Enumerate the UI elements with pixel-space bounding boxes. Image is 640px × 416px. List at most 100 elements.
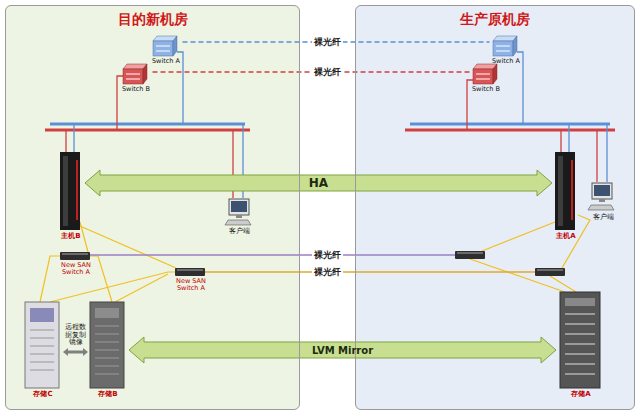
edge-label: 裸光纤 <box>312 36 343 49</box>
server-icon <box>555 152 575 230</box>
small-double-arrow <box>63 348 88 356</box>
switch-node: Switch A <box>150 37 183 65</box>
server-icon <box>60 152 80 230</box>
san-wire <box>40 256 60 302</box>
client-icon <box>231 201 247 212</box>
client-icon <box>599 199 605 202</box>
lan-wire <box>596 130 597 182</box>
san-wire <box>550 276 576 292</box>
san-wire <box>90 256 112 302</box>
lan-bus <box>410 123 610 126</box>
node-label: 客户端 <box>229 227 250 235</box>
switch-icon <box>173 36 177 56</box>
server-icon <box>571 160 573 220</box>
node-label: 主机B <box>61 232 80 240</box>
switch-icon <box>496 46 510 51</box>
fiber-link <box>205 271 535 272</box>
edge-label: 远程数据复制镜像 <box>65 324 87 347</box>
icon-space <box>120 65 153 86</box>
client-icon <box>588 205 614 210</box>
edge-label: LVM Mirror <box>312 345 373 356</box>
switch-icon <box>123 69 143 84</box>
switch-node: Switch B <box>120 65 153 93</box>
node-label: 存储A <box>571 390 590 398</box>
host-node: 主机B <box>59 153 83 240</box>
lan-wire <box>66 52 607 198</box>
san-wire <box>50 272 175 302</box>
lan-wire <box>117 76 123 130</box>
icon-space <box>470 65 503 86</box>
switch-icon <box>513 36 517 56</box>
icon-space <box>57 253 95 262</box>
san-switch-icon <box>455 251 485 259</box>
lan-wire <box>560 130 561 152</box>
icon-space <box>89 303 127 390</box>
lan-bus <box>45 129 250 132</box>
room-title: 生产原机房 <box>356 11 634 29</box>
switch-icon <box>493 41 513 56</box>
node-label: 存储B <box>98 390 117 398</box>
double-arrow <box>129 337 556 363</box>
lan-bus <box>50 123 245 126</box>
node-label: Switch A <box>492 58 520 65</box>
icon-space <box>150 37 183 58</box>
storage-icon <box>565 314 595 374</box>
connector <box>129 337 556 363</box>
san-switch-node: New SAN Switch A <box>57 253 95 277</box>
san-switch-icon <box>537 269 563 271</box>
san-switch-icon <box>535 268 565 276</box>
client-icon <box>229 199 249 215</box>
san-wire <box>40 215 590 302</box>
san-switch-icon <box>177 269 203 271</box>
san-switch-icon <box>62 253 88 255</box>
lan-wire <box>73 124 74 152</box>
room-panel: 目的新机房 Switch A Switch B 主机B 客户端 New SAN Switc… <box>5 5 300 410</box>
node-label: 存储C <box>33 390 52 398</box>
san-wire <box>470 259 565 292</box>
fiber-label: 裸光纤 <box>312 249 343 262</box>
switch-icon <box>126 74 140 79</box>
san-wire <box>115 274 168 302</box>
storage-icon <box>30 330 54 370</box>
switch-icon <box>143 64 147 84</box>
icon-space <box>172 269 210 278</box>
lan-wire <box>568 124 569 152</box>
node-label: New SAN Switch A <box>174 278 208 293</box>
storage-icon <box>565 298 595 306</box>
switch-icon <box>156 46 170 51</box>
lan-wire <box>65 130 66 152</box>
switch-icon <box>493 64 497 84</box>
storage-node: 存储C <box>24 303 62 398</box>
lan-bus <box>405 129 615 132</box>
switch-icon <box>123 36 517 84</box>
fiber-link <box>90 254 455 255</box>
san-wire <box>80 226 176 268</box>
lan-wire <box>606 124 607 182</box>
icon-space <box>24 303 62 390</box>
server-icon <box>558 156 563 226</box>
room-ground <box>5 5 635 410</box>
room-title: 目的新机房 <box>6 11 299 29</box>
double-arrow <box>85 170 552 196</box>
icon-space <box>59 153 83 232</box>
san-switch-icon <box>457 252 483 254</box>
storage-icon <box>30 308 54 322</box>
san-switch-node: New SAN Switch A <box>172 269 210 293</box>
node-label: Switch B <box>472 86 500 93</box>
icon-space <box>490 37 523 58</box>
node-label: Switch B <box>122 86 150 93</box>
storage-icon <box>560 292 600 388</box>
client-icon <box>236 215 242 218</box>
icon-space <box>588 183 618 213</box>
fiber-label: 裸光纤 <box>312 266 343 279</box>
client-icon <box>225 220 251 225</box>
storage-node: 存储A <box>558 293 604 398</box>
client-node: 客户端 <box>588 183 618 221</box>
node-label: 客户端 <box>593 213 614 221</box>
node-label: Switch A <box>152 58 180 65</box>
switch-node: Switch A <box>490 37 523 65</box>
node-label: New SAN Switch A <box>59 262 93 277</box>
san-switch-icon <box>60 252 90 260</box>
host-node: 主机A <box>554 153 578 240</box>
storage-icon <box>25 302 59 388</box>
